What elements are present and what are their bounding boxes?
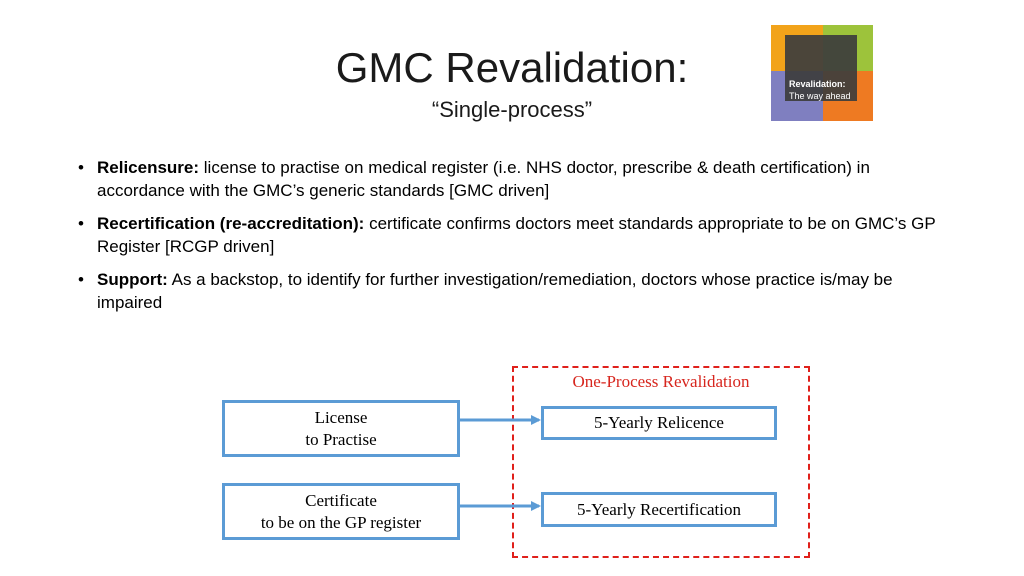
bullet-heading: Relicensure:: [97, 158, 200, 177]
bullet-text: certificate confirms doctors meet standa…: [97, 214, 936, 256]
bullet-dot-icon: •: [78, 270, 84, 289]
box-line: to be on the GP register: [260, 512, 422, 532]
bullet-item-relicensure: • Relicensure: license to practise on me…: [78, 156, 948, 202]
certificate-gp-register-box: Certificate to be on the GP register: [222, 483, 460, 540]
box-line: Certificate: [305, 490, 377, 510]
bullet-dot-icon: •: [78, 158, 84, 177]
license-to-practise-box: License to Practise: [222, 400, 460, 457]
box-line: 5-Yearly Recertification: [577, 499, 741, 519]
bullet-text: As a backstop, to identify for further i…: [97, 270, 893, 312]
box-line: License: [314, 407, 368, 427]
bullet-heading: Recertification (re-accreditation):: [97, 214, 365, 233]
bullet-dot-icon: •: [78, 214, 84, 233]
yearly-recertification-box: 5-Yearly Recertification: [541, 492, 777, 527]
bullet-heading: Support:: [97, 270, 168, 289]
logo-text-subtitle: The way ahead: [789, 91, 851, 101]
slide-title: GMC Revalidation:: [335, 44, 689, 91]
one-process-group-border: [512, 366, 810, 558]
bullet-item-recertification: • Recertification (re-accreditation): ce…: [78, 212, 948, 258]
box-line: to Practise: [305, 429, 377, 449]
revalidation-logo: Revalidation: The way ahead: [771, 25, 873, 121]
logo-text-title: Revalidation:: [789, 79, 846, 89]
bullet-item-support: • Support: As a backstop, to identify fo…: [78, 268, 948, 314]
bullet-list: • Relicensure: license to practise on me…: [78, 156, 948, 324]
slide-subtitle: “Single-process”: [431, 97, 593, 122]
box-line: 5-Yearly Relicence: [594, 413, 724, 432]
one-process-group-label: One-Process Revalidation: [572, 372, 750, 391]
logo-dark-panel: [785, 35, 857, 101]
yearly-relicence-box: 5-Yearly Relicence: [541, 406, 777, 440]
bullet-text: license to practise on medical register …: [97, 158, 870, 200]
